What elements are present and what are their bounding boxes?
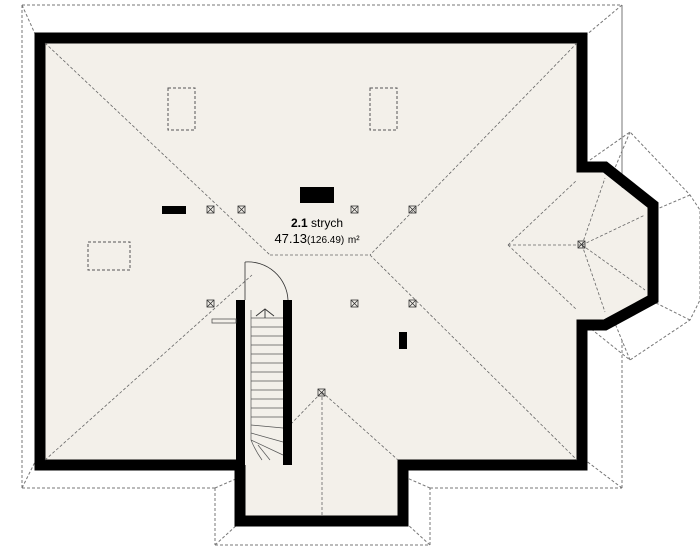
vent-block bbox=[399, 332, 407, 349]
roof-posts bbox=[206, 205, 586, 397]
room-area-value: 47.13 bbox=[274, 231, 307, 246]
skylight bbox=[167, 87, 196, 131]
room-area-total: (126.49) bbox=[307, 235, 345, 246]
stair-wall bbox=[236, 300, 245, 465]
exterior-wall bbox=[34, 32, 659, 527]
attic-floor bbox=[45, 43, 648, 516]
staircase bbox=[211, 261, 292, 465]
post-marker bbox=[350, 205, 359, 214]
post-marker bbox=[577, 240, 586, 249]
room-name: strych bbox=[311, 216, 344, 230]
post-marker bbox=[408, 299, 417, 308]
chimney-blocks bbox=[162, 187, 407, 349]
room-number: 2.1 bbox=[290, 216, 308, 230]
post-marker bbox=[237, 205, 246, 214]
skylights bbox=[87, 87, 398, 271]
post-marker bbox=[408, 205, 417, 214]
post-marker bbox=[206, 299, 215, 308]
skylight bbox=[369, 87, 398, 131]
room-area-unit: m² bbox=[347, 235, 360, 246]
skylight bbox=[87, 241, 131, 271]
room-title: 2.1 strych bbox=[252, 216, 382, 231]
room-label: 2.1 strych 47.13(126.49) m² bbox=[252, 216, 382, 249]
vent-block bbox=[162, 206, 186, 214]
chimney bbox=[300, 187, 334, 203]
post-marker bbox=[317, 388, 326, 397]
post-marker bbox=[350, 299, 359, 308]
room-area: 47.13(126.49) m² bbox=[252, 231, 382, 249]
stair-wall bbox=[283, 300, 292, 465]
post-marker bbox=[206, 205, 215, 214]
